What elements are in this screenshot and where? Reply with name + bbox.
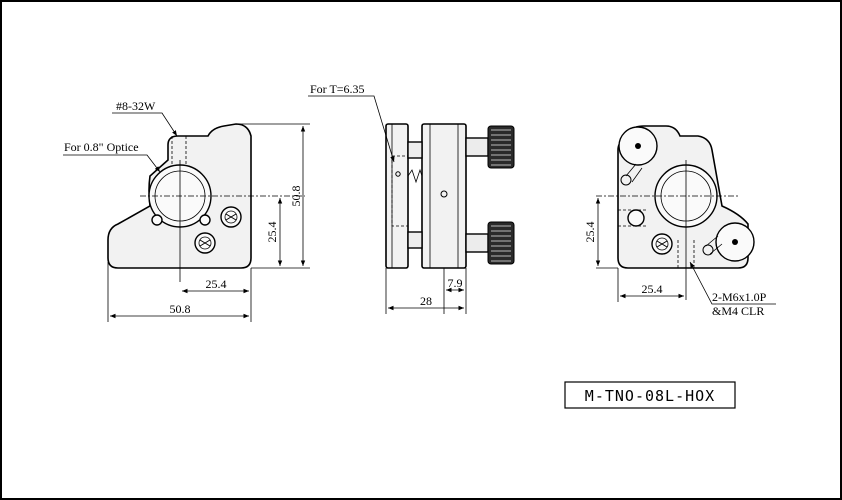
- callout-mount-leader: [689, 261, 776, 305]
- model-number: M-TNO-08L-HOX: [585, 387, 715, 405]
- callout-optic-label: For 0.8" Optice: [64, 140, 139, 154]
- side-set-screw: [395, 171, 401, 177]
- callout-thickness-leader: [308, 95, 395, 163]
- title-block-box: [564, 381, 736, 409]
- dim-center-height-label: 25.4: [265, 222, 279, 243]
- dim-offset-label: 7.9: [448, 276, 463, 290]
- rear-mount-hole-left: [627, 209, 645, 227]
- adjuster-screw-upper: [220, 206, 242, 228]
- dim-height-label: 50.8: [289, 186, 303, 207]
- callout-thickness-label: For T=6.35: [310, 82, 365, 96]
- side-optic-slot: [391, 155, 409, 227]
- adjuster-screw-lower: [194, 232, 216, 254]
- callout-mount-label-line1: 2-M6x1.0P: [712, 290, 767, 304]
- side-view: For T=6.35 28 7.9: [308, 82, 515, 314]
- dim-depth-label: 28: [420, 294, 432, 308]
- side-shaft-lower: [465, 233, 489, 253]
- side-pin-lower: [407, 231, 423, 249]
- callout-mount-label-line2: &M4 CLR: [712, 304, 764, 318]
- front-view: #8-32W For 0.8" Optice 50.8 25.4 25.4 50…: [63, 99, 310, 322]
- side-pin-upper: [407, 141, 423, 159]
- title-block: M-TNO-08L-HOX: [564, 381, 736, 409]
- callout-optic-leader: [63, 154, 161, 173]
- rear-adjuster-screw: [651, 233, 673, 255]
- rear-knob-lower: [702, 222, 755, 262]
- rear-view: 25.4 25.4 2-M6x1.0P &M4 CLR: [583, 125, 776, 318]
- side-knob-lower: [487, 221, 515, 265]
- small-hole-right: [199, 214, 211, 226]
- callout-thread-label: #8-32W: [116, 99, 156, 113]
- rear-dim-center-width-label: 25.4: [642, 282, 663, 296]
- rear-knob-upper: [618, 126, 658, 186]
- dim-width-label: 50.8: [170, 302, 191, 316]
- small-hole-left: [151, 214, 163, 226]
- side-knob-upper: [487, 125, 515, 169]
- side-rear-block: [421, 123, 467, 269]
- side-shaft-upper: [465, 137, 489, 157]
- rear-dim-center-height-label: 25.4: [583, 222, 597, 243]
- side-center-hole: [440, 190, 448, 198]
- dim-center-width-label: 25.4: [206, 277, 227, 291]
- callout-thread-leader: [112, 112, 178, 137]
